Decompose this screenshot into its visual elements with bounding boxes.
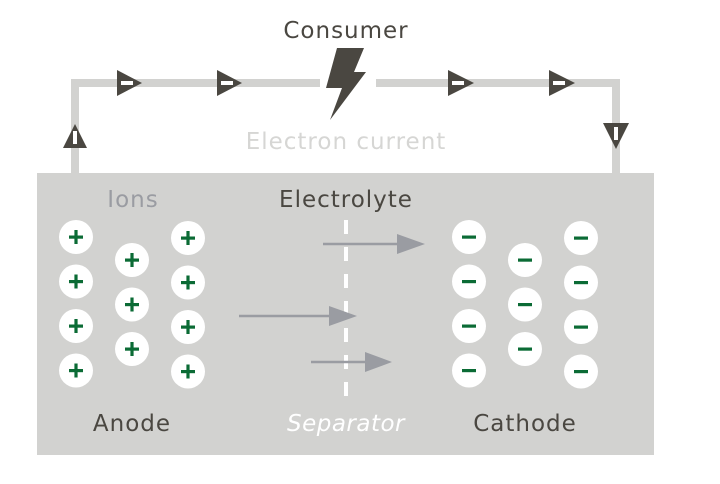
negative-ion — [564, 354, 598, 389]
electron-arrow-icon — [549, 70, 575, 96]
positive-ion — [59, 264, 93, 299]
positive-ion — [171, 310, 205, 344]
negative-ion — [508, 243, 542, 277]
minus-sign-icon — [462, 280, 476, 284]
positive-ion — [59, 220, 93, 254]
ion-arrow-icon — [323, 234, 425, 254]
minus-sign-icon — [574, 281, 588, 285]
anode-label: Anode — [93, 411, 171, 437]
negative-ion — [452, 353, 486, 388]
minus-sign-icon — [574, 325, 588, 329]
wire-left — [71, 79, 320, 173]
electron-arrow-icon — [448, 70, 474, 96]
ions-label: Ions — [107, 187, 158, 213]
negative-ion — [452, 309, 486, 343]
minus-sign-icon — [462, 324, 476, 328]
electron-current-label: Electron current — [246, 129, 447, 155]
ion-arrows — [239, 234, 425, 372]
positive-ion — [171, 354, 205, 389]
electron-arrow-icon — [217, 70, 242, 96]
negative-ion — [564, 265, 598, 300]
cathode-label: Cathode — [473, 411, 577, 437]
negative-ion — [564, 310, 598, 344]
electron-arrow-icon — [117, 70, 142, 96]
consumer-label: Consumer — [283, 18, 408, 44]
positive-ion — [171, 221, 205, 255]
cathode-ions — [452, 220, 598, 389]
ion-arrow-icon — [311, 352, 392, 372]
positive-ion — [115, 287, 149, 322]
negative-ion — [452, 220, 486, 254]
positive-ion — [59, 353, 93, 388]
negative-ion — [564, 221, 598, 255]
minus-sign-icon — [574, 236, 588, 240]
minus-sign-icon — [462, 235, 476, 239]
wire-right — [376, 79, 620, 173]
electrolyte-label: Electrolyte — [279, 187, 413, 213]
minus-sign-icon — [518, 303, 532, 307]
minus-sign-icon — [574, 370, 588, 374]
electron-arrow-icon — [63, 124, 87, 148]
anode-ions — [59, 220, 205, 389]
electron-arrows — [63, 70, 629, 149]
minus-sign-icon — [518, 347, 532, 351]
minus-sign-icon — [462, 369, 476, 373]
negative-ion — [508, 287, 542, 322]
ion-arrow-icon — [239, 306, 357, 326]
electron-arrow-icon — [603, 123, 629, 149]
negative-ion — [508, 332, 542, 366]
positive-ion — [115, 243, 149, 277]
negative-ion — [452, 264, 486, 299]
positive-ion — [59, 309, 93, 343]
positive-ion — [115, 332, 149, 366]
lightning-bolt-icon — [326, 48, 366, 120]
minus-sign-icon — [518, 258, 532, 262]
positive-ion — [171, 265, 205, 300]
separator-label: Separator — [287, 411, 406, 437]
